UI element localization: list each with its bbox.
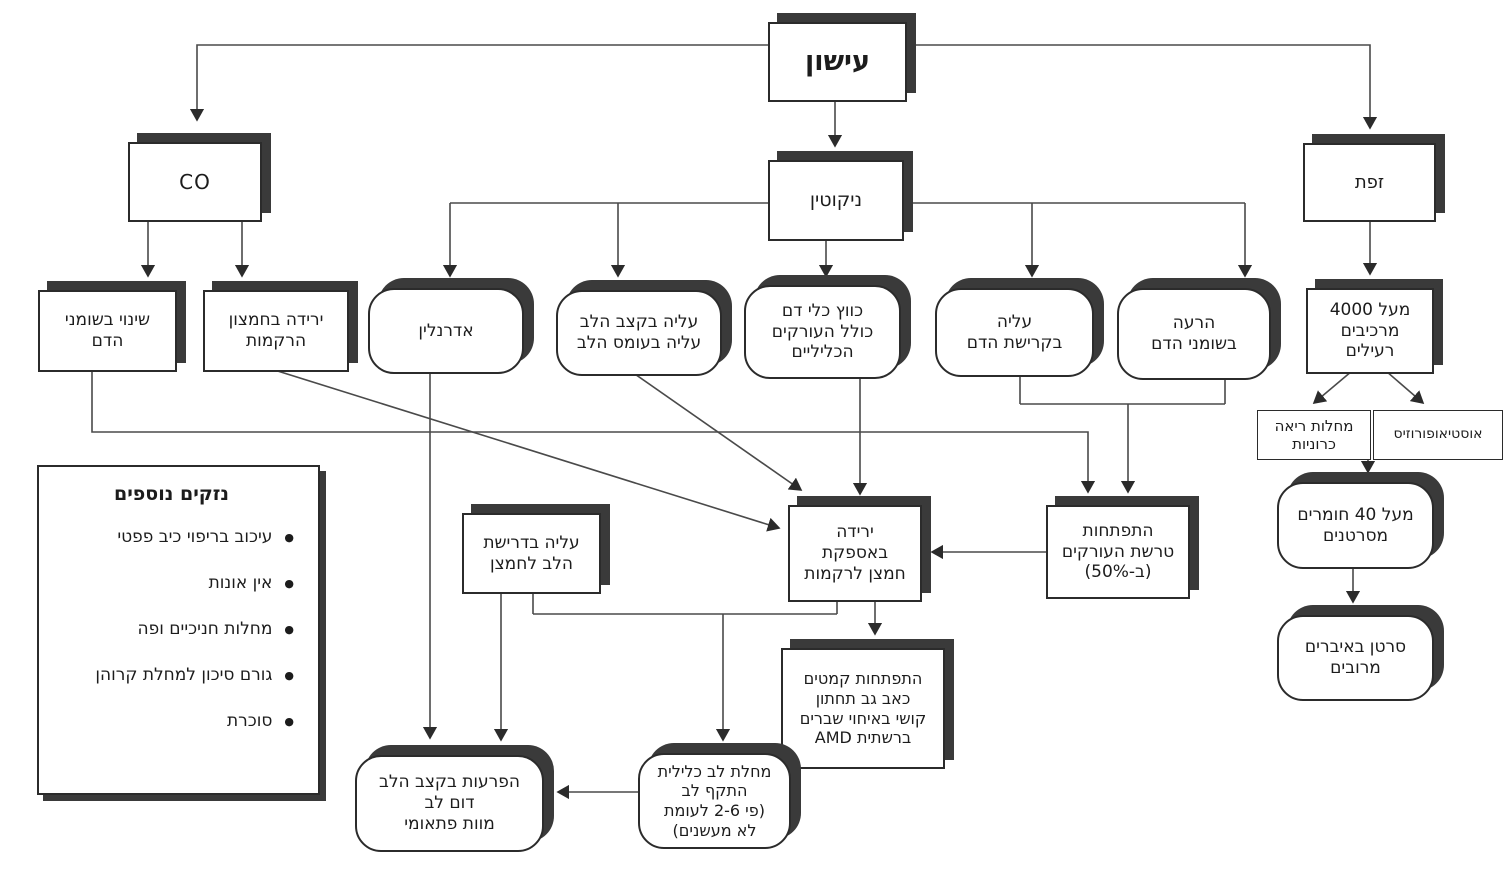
bullet-icon: ● <box>284 668 294 682</box>
node-coronary-disease: מחלת לב כלילית התקף לב (פי 2-6 לעומת לא … <box>638 753 791 849</box>
connector-toxic-lung <box>1312 370 1353 405</box>
node-arrhythmia: הפרעות בקצב הלב דום לב מוות פתאומי <box>355 755 544 852</box>
node-chronic-lung-disease: מחלות ריאה כרוניות <box>1257 410 1371 460</box>
list-item-label: גורם סיכון למחלת קרוהן <box>95 665 273 685</box>
node-blood-clotting-up: עליה בקרישת הדם <box>935 288 1094 377</box>
node-tissue-oxygen-drop: ירידה בחמצון הרקמות <box>203 290 349 372</box>
connector-tissue-supply <box>267 367 781 532</box>
node-atherosclerosis: התפתחות טרשת העורקים (ב-50%) <box>1046 505 1190 599</box>
list-item: ● עיכוב בריפוי כיב פפטי <box>49 527 294 547</box>
list-item-label: מחלות חניכיים ופה <box>137 619 273 639</box>
connector-smoking-tar <box>912 44 1378 130</box>
list-item: ● סוכרת <box>49 711 294 731</box>
list-item: ● מחלות חניכיים ופה <box>49 619 294 639</box>
node-wrinkles-misc: התפתחות קמטים כאב גב תחתון קושי באיחוי ש… <box>781 648 945 769</box>
bullet-icon: ● <box>284 622 294 636</box>
node-toxic-components: מעל 4000 מרכיבים רעילים <box>1306 288 1434 374</box>
list-item-label: עיכוב בריפוי כיב פפטי <box>117 527 273 547</box>
connector-lipid-atherosclerosis <box>91 368 1096 494</box>
additional-damages-panel: נזקים נוספים ● עיכוב בריפוי כיב פפטי ● א… <box>37 465 320 795</box>
bullet-icon: ● <box>284 576 294 590</box>
node-oxygen-supply-drop: ירידה באספקת חמצן לרקמות <box>788 505 922 602</box>
bullet-icon: ● <box>284 714 294 728</box>
additional-damages-title: נזקים נוספים <box>113 483 229 505</box>
connector-heart-rate-supply <box>631 371 803 491</box>
list-item: ● אין אונות <box>49 573 294 593</box>
connector-smoking-co <box>189 44 768 122</box>
node-adrenaline: אדרנלין <box>368 288 524 374</box>
node-blood-lipids-worse: הרעה בשומני הדם <box>1117 288 1271 380</box>
node-tar: זפת <box>1303 143 1436 222</box>
list-item-label: אין אונות <box>208 573 273 593</box>
node-multi-organ-cancer: סרטן באיברים מרובים <box>1277 615 1434 701</box>
bullet-icon: ● <box>284 530 294 544</box>
list-item: ● גורם סיכון למחלת קרוהן <box>49 665 294 685</box>
node-carbon-monoxide: CO <box>128 142 262 222</box>
node-heart-rate-up: עליה בקצב הלב עליה בעומס הלב <box>556 290 722 376</box>
node-carcinogens: מעל 40 חומרים מסרטנים <box>1277 482 1434 569</box>
node-blood-lipid-change: שינוי בשומני הדם <box>38 290 177 372</box>
node-smoking: עישון <box>768 22 907 102</box>
node-nicotine: ניקוטין <box>768 160 904 241</box>
node-osteoporosis: אוסטיאופורוזיס <box>1373 410 1503 460</box>
list-item-label: סוכרת <box>226 711 273 731</box>
connector-toxic-osteoporosis <box>1385 370 1425 405</box>
node-oxygen-demand-up: עליה בדרישת הלב לחמצן <box>462 513 601 594</box>
node-vessel-constriction: כווץ כלי דם כולל העורקים הכליליים <box>744 285 901 379</box>
